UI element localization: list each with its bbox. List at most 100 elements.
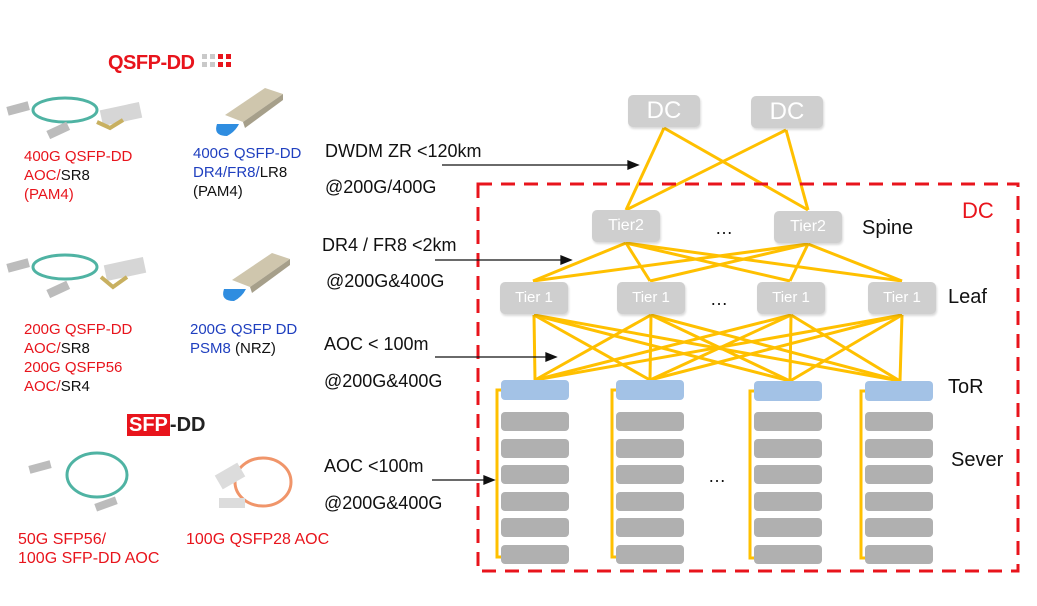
- link-arrows: [432, 160, 640, 485]
- caption-segment: 400G QSFP-DD: [24, 148, 133, 165]
- server: [616, 438, 684, 458]
- tier-label-tor: ToR: [948, 376, 984, 398]
- spine-node: Tier2: [774, 211, 842, 243]
- caption-line: (PAM4): [193, 182, 301, 201]
- caption-line: AOC/SR8: [24, 166, 132, 185]
- caption-line: 200G QSFP56: [24, 358, 132, 377]
- caption-line: 400G QSFP-DD: [24, 147, 132, 166]
- server: [501, 544, 569, 564]
- caption-segment: 200G QSFP DD: [190, 321, 298, 338]
- sfp56-aoc-cable-image: [28, 451, 129, 512]
- caption-segment: 400G QSFP-DD: [193, 145, 302, 162]
- caption-segment: PSM8: [190, 340, 236, 357]
- server: [754, 438, 822, 458]
- aoc-cable-image-400g: [6, 96, 143, 140]
- server: [865, 491, 933, 511]
- leaf-ellipsis: …: [710, 289, 728, 309]
- server: [865, 544, 933, 564]
- qsfp-dd-logo-text: QSFP-DD: [108, 52, 195, 74]
- caption-segment: DR4/FR8/: [193, 164, 260, 181]
- sfp-dd-logo-box: SFP: [127, 414, 170, 436]
- qsfp-dd-transceiver-image-200g: [223, 253, 290, 301]
- caption-line: 200G QSFP-DD: [24, 320, 132, 339]
- sfp-dd-logo: SFP-DD: [127, 414, 205, 437]
- server: [616, 518, 684, 537]
- spine-ellipsis: …: [715, 218, 733, 238]
- tier-label-server: Sever: [951, 449, 1004, 471]
- server: [865, 465, 933, 484]
- tor-switch: [501, 380, 569, 400]
- server: [616, 465, 684, 484]
- server: [865, 438, 933, 458]
- leaf-node: Tier 1: [757, 282, 825, 314]
- server: [754, 491, 822, 511]
- caption-line: 100G QSFP28 AOC: [186, 530, 329, 549]
- product-caption-qsfp28: 100G QSFP28 AOC: [186, 530, 329, 549]
- link-rate-aoc-server: @200G&400G: [324, 493, 443, 513]
- caption-segment: (PAM4): [193, 183, 243, 200]
- tor-switch: [616, 380, 684, 400]
- caption-line: DR4/FR8/LR8: [193, 163, 301, 182]
- product-caption-sfp56: 50G SFP56/100G SFP-DD AOC: [18, 530, 159, 568]
- link-label-aoc-server: AOC <100m: [324, 456, 424, 476]
- qsfp-dd-transceiver-image-400g: [216, 88, 283, 136]
- dc-node: DC: [628, 95, 700, 127]
- caption-line: 400G QSFP-DD: [193, 144, 301, 163]
- qsfp-dd-logo-dots: [201, 52, 238, 75]
- server: [501, 465, 569, 484]
- server: [616, 412, 684, 431]
- link-rate-aoc-leaf: @200G&400G: [324, 371, 443, 391]
- server: [616, 544, 684, 564]
- server: [754, 518, 822, 537]
- caption-segment: LR8: [259, 164, 288, 181]
- server: [754, 544, 822, 564]
- server: [501, 518, 569, 537]
- caption-segment: (PAM4): [24, 186, 74, 203]
- qsfp-dd-logo: QSFP-DD: [108, 52, 238, 75]
- dc-boundary-label: DC: [962, 198, 994, 223]
- server: [865, 518, 933, 537]
- server: [501, 438, 569, 458]
- leaf-node: Tier 1: [868, 282, 936, 314]
- caption-segment: SR4: [60, 378, 90, 395]
- rack-ellipsis: …: [708, 466, 726, 486]
- caption-segment: SR8: [60, 167, 90, 184]
- server: [501, 412, 569, 431]
- caption-line: PSM8 (NRZ): [190, 339, 297, 358]
- caption-line: AOC/SR8: [24, 339, 132, 358]
- caption-segment: AOC/: [24, 167, 61, 184]
- server: [754, 412, 822, 431]
- dc-node: DC: [751, 96, 823, 128]
- aoc-cable-image-200g: [6, 253, 147, 299]
- dc-boundary: [476, 182, 1020, 573]
- caption-line: 200G QSFP DD: [190, 320, 297, 339]
- caption-segment: AOC/: [24, 340, 61, 357]
- caption-segment: 200G QSFP-DD: [24, 321, 133, 338]
- link-label-dr4: DR4 / FR8 <2km: [322, 235, 457, 255]
- tier-label-leaf: Leaf: [948, 286, 987, 308]
- caption-segment: SR8: [60, 340, 90, 357]
- caption-line: 50G SFP56/: [18, 530, 159, 549]
- leaf-node: Tier 1: [500, 282, 568, 314]
- tier-label-spine: Spine: [862, 217, 914, 239]
- link-rate-dwdm: @200G/400G: [325, 177, 437, 197]
- caption-line: AOC/SR4: [24, 377, 132, 396]
- caption-line: 100G SFP-DD AOC: [18, 549, 159, 568]
- spine-node: Tier2: [592, 210, 660, 242]
- tor-switch: [754, 381, 822, 401]
- caption-segment: AOC/: [24, 378, 61, 395]
- dots-icon: [201, 54, 231, 68]
- link-label-dwdm: DWDM ZR <120km: [325, 141, 482, 161]
- tor-switch: [865, 381, 933, 401]
- link-rate-dr4: @200G&400G: [326, 271, 445, 291]
- link-lines: [495, 126, 904, 560]
- leaf-node: Tier 1: [617, 282, 685, 314]
- link-label-aoc-leaf: AOC < 100m: [324, 334, 429, 354]
- qsfp28-aoc-cable-image: [214, 456, 293, 508]
- server: [865, 412, 933, 431]
